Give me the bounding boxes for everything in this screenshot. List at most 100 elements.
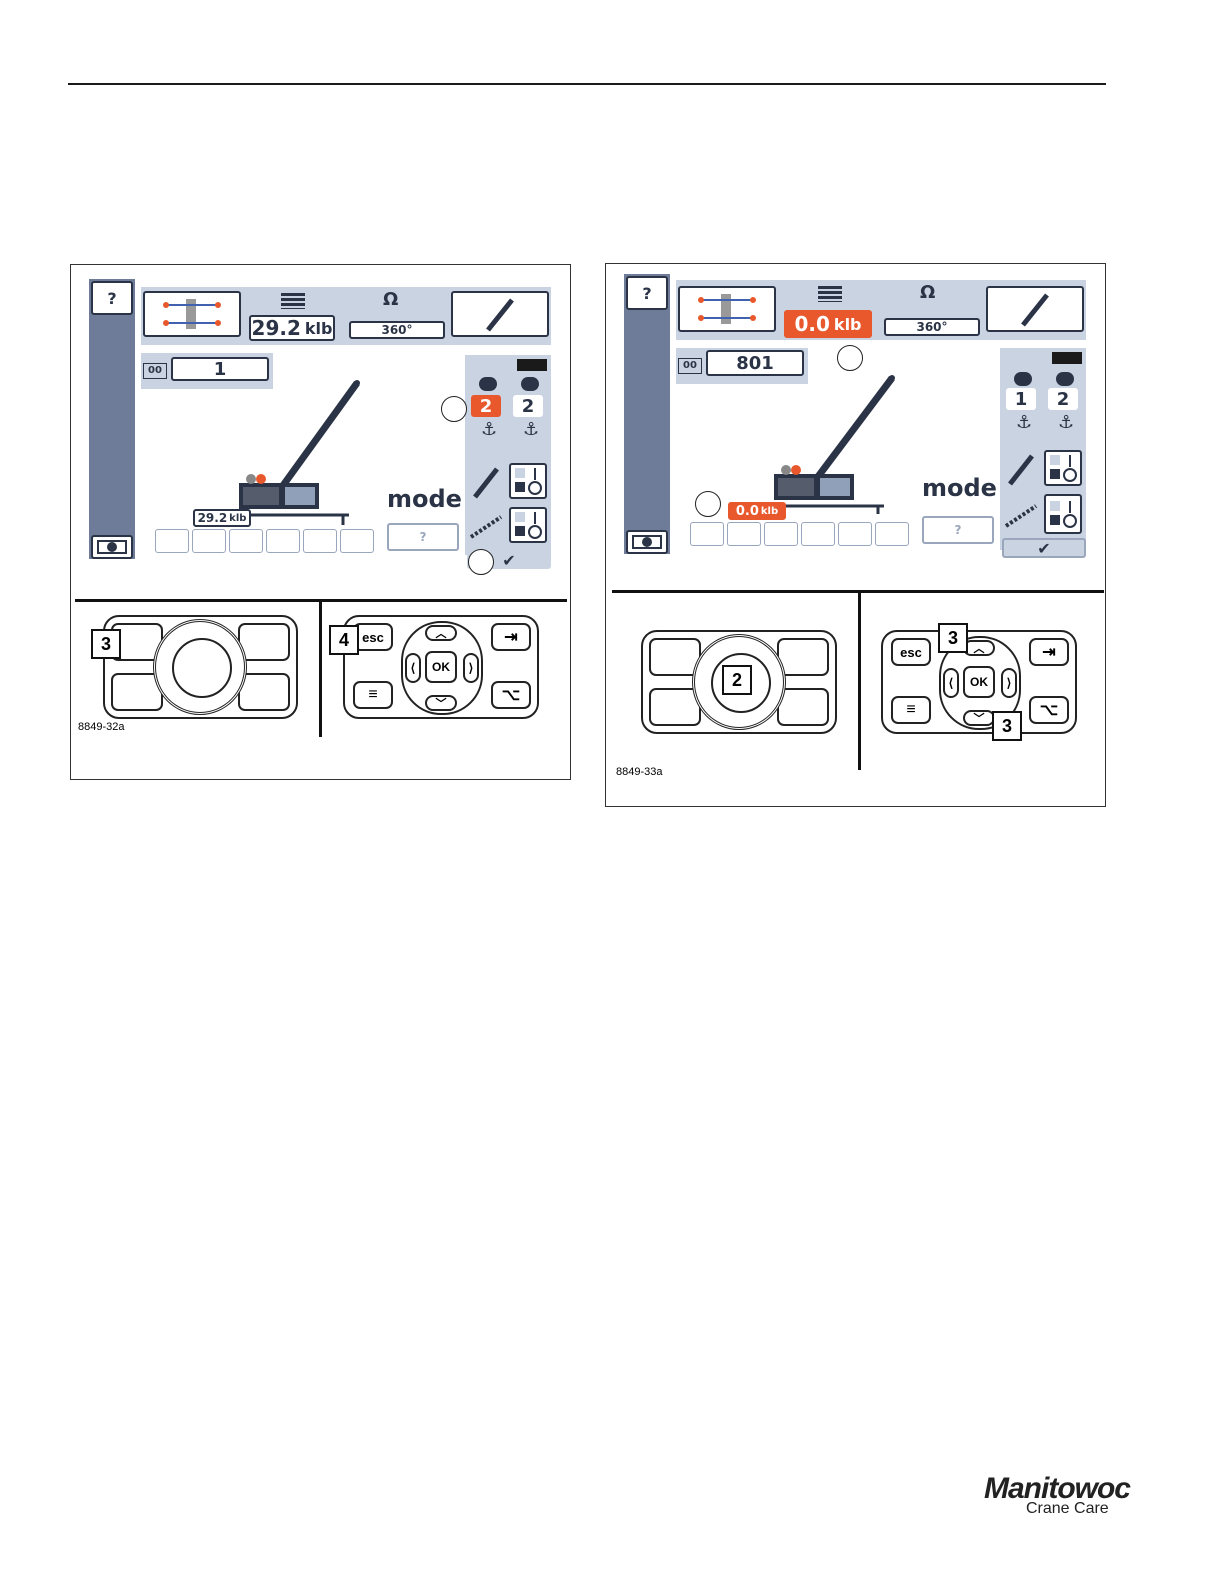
boom-load-display: 29.2 klb — [193, 509, 251, 527]
screen-sidebar — [89, 279, 135, 559]
tab-key[interactable]: ⇥ — [491, 623, 531, 651]
esc-key[interactable]: esc — [891, 638, 931, 666]
boom-mode-toggle[interactable] — [509, 463, 547, 499]
menu-key[interactable]: ≡ — [891, 696, 931, 724]
left-key[interactable]: ⟨ — [405, 653, 421, 683]
hoist-i-icon — [521, 377, 539, 391]
right-key[interactable]: ⟩ — [1001, 668, 1017, 698]
mode-button[interactable]: ? — [387, 523, 459, 551]
softkey-row — [155, 529, 374, 553]
left-key[interactable]: ⟨ — [943, 668, 959, 698]
ok-key[interactable]: OK — [425, 651, 457, 683]
boom-mode-toggle[interactable] — [1044, 450, 1082, 486]
screen-sidebar — [624, 274, 670, 554]
jog-dial[interactable] — [153, 619, 247, 715]
up-key[interactable]: ︿ — [425, 625, 457, 641]
outrigger-graphic — [687, 292, 767, 326]
figure-id: 8849-33a — [616, 766, 663, 778]
keypad-panel: esc ⇥ ≡ ⌥ ︿ ﹀ ⟨ ⟩ OK — [343, 615, 539, 719]
callout-number: 3 — [91, 629, 121, 659]
boom-icon-button[interactable] — [451, 291, 549, 337]
counterweight-icon — [818, 286, 842, 302]
reeving-icon: 00 — [678, 358, 702, 374]
dial-key-bottom-right[interactable] — [238, 673, 290, 711]
callout-circle — [837, 345, 863, 371]
logo-subtitle: Crane Care — [1026, 1500, 1109, 1518]
softkey[interactable] — [838, 522, 872, 546]
softkey[interactable] — [192, 529, 226, 553]
status-bar — [1052, 352, 1082, 364]
hoist-ii-icon — [1014, 372, 1032, 386]
figure-divider — [319, 601, 322, 737]
softkey[interactable] — [727, 522, 761, 546]
option-key[interactable]: ⌥ — [1029, 696, 1069, 724]
slew-icon: Ω — [383, 289, 398, 310]
outrigger-icon[interactable] — [143, 291, 241, 337]
sidebar-bottom-icon[interactable] — [91, 535, 133, 559]
hook-icon: ⚓ — [523, 419, 539, 440]
hoist-i-icon — [1056, 372, 1074, 386]
softkey[interactable] — [266, 529, 300, 553]
confirm-button[interactable]: ✔ — [1002, 538, 1086, 558]
tab-key[interactable]: ⇥ — [1029, 638, 1069, 666]
hoist-i-value[interactable]: 2 — [1048, 388, 1078, 410]
load-display: 29.2 klb — [249, 315, 335, 341]
hoist-ii-value[interactable]: 1 — [1006, 388, 1036, 410]
callout-number: 2 — [722, 665, 752, 695]
load-display: 0.0 klb — [784, 310, 872, 338]
keypad-panel: esc ⇥ ≡ ⌥ ︿ ﹀ ⟨ ⟩ OK — [881, 630, 1077, 734]
ok-key[interactable]: OK — [963, 666, 995, 698]
down-key[interactable]: ﹀ — [425, 695, 457, 711]
hook-icon: ⚓ — [1058, 412, 1074, 433]
reeving-icon: 00 — [143, 363, 167, 379]
softkey[interactable] — [229, 529, 263, 553]
softkey[interactable] — [340, 529, 374, 553]
esc-key[interactable]: esc — [353, 623, 393, 651]
callout-circle — [468, 549, 494, 575]
softkey[interactable] — [764, 522, 798, 546]
outrigger-icon[interactable] — [678, 286, 776, 332]
jib-mode-toggle[interactable] — [1044, 494, 1082, 534]
down-key[interactable]: ﹀ — [963, 710, 995, 726]
boom-load-display: 0.0 klb — [728, 502, 786, 520]
figure-divider — [858, 592, 861, 770]
callout-circle — [695, 491, 721, 517]
help-icon[interactable]: ? — [626, 276, 668, 310]
softkey[interactable] — [303, 529, 337, 553]
slew-icon: Ω — [920, 282, 935, 303]
hook-icon: ⚓ — [481, 419, 497, 440]
outrigger-graphic — [152, 297, 232, 331]
jib-icon — [469, 511, 503, 545]
figure-left: ? 29.2 klb Ω 360° 00 — [70, 264, 571, 780]
option-key[interactable]: ⌥ — [491, 681, 531, 709]
sidebar-bottom-icon[interactable] — [626, 530, 668, 554]
callout-number: 3 — [938, 623, 968, 653]
softkey[interactable] — [155, 529, 189, 553]
counterweight-icon — [281, 293, 305, 309]
boom-icon — [1006, 452, 1036, 490]
help-icon[interactable]: ? — [91, 281, 133, 315]
menu-key[interactable]: ≡ — [353, 681, 393, 709]
display-screen: ? 29.2 klb Ω 360° 00 — [89, 279, 554, 561]
status-bar — [517, 359, 547, 371]
softkey[interactable] — [875, 522, 909, 546]
callout-number: 3 — [992, 711, 1022, 741]
hoist-ii-icon — [479, 377, 497, 391]
jib-icon — [1004, 500, 1038, 534]
softkey[interactable] — [690, 522, 724, 546]
mode-label: mode — [387, 485, 462, 513]
slew-display: 360° — [884, 318, 980, 336]
crane-graphic — [239, 379, 389, 529]
callout-number: 4 — [329, 625, 359, 655]
mode-button[interactable]: ? — [922, 516, 994, 544]
softkey[interactable] — [801, 522, 835, 546]
hoist-i-value[interactable]: 2 — [513, 395, 543, 417]
header-rule — [68, 83, 1106, 85]
dial-key-bottom-right[interactable] — [777, 688, 829, 726]
hook-icon: ⚓ — [1016, 412, 1032, 433]
hoist-ii-value[interactable]: 2 — [471, 395, 501, 417]
jib-mode-toggle[interactable] — [509, 507, 547, 543]
reeving-display: 1 — [171, 357, 269, 381]
right-key[interactable]: ⟩ — [463, 653, 479, 683]
boom-icon-button[interactable] — [986, 286, 1084, 332]
